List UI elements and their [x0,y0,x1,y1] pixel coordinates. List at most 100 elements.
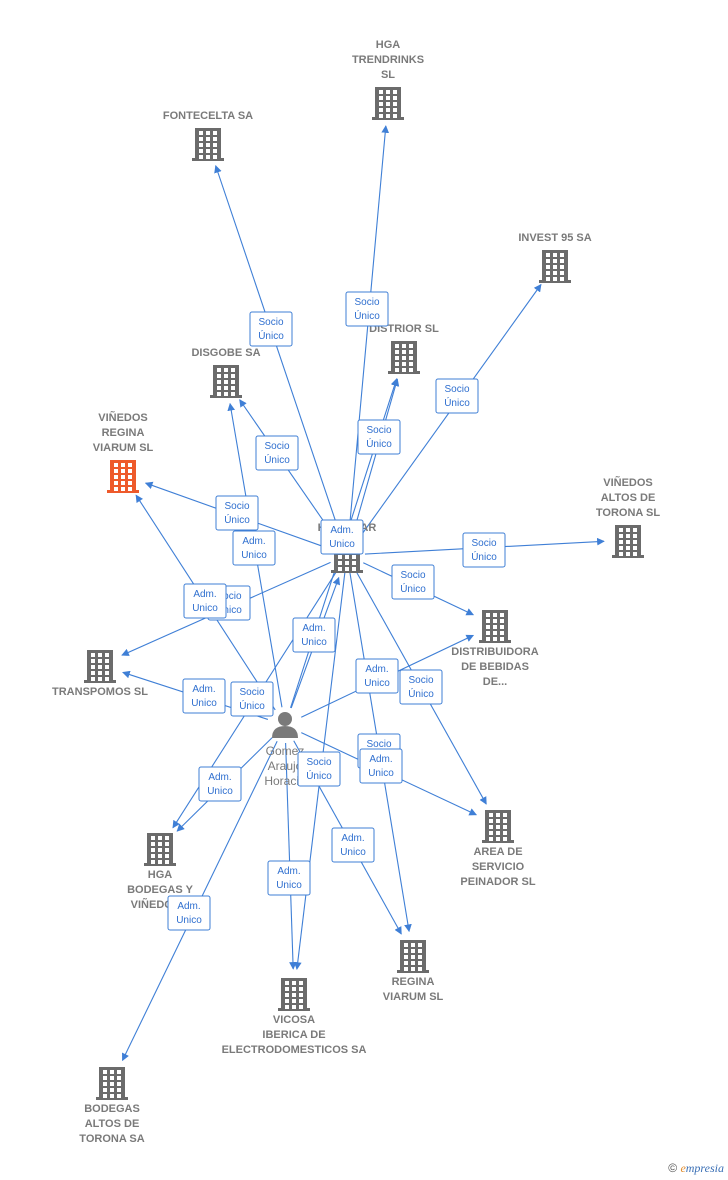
node-label: TORONA SA [79,1133,144,1145]
edge-label-box [357,419,401,455]
brand-logo-text: mpresia [685,1161,724,1175]
edge-label-box [359,748,403,784]
edge-label-text: Socio [258,317,283,328]
brand-logo-initial: e [680,1161,686,1175]
edge-label-badge[interactable]: Adm.Unico [267,860,311,896]
edge-label-text: Único [400,582,426,595]
node-label: DE... [483,676,507,688]
edge-label-text: Socio [444,384,469,395]
node-regina-viarum[interactable]: REGINA VIARUM SL [383,940,444,1003]
edge-label-badge[interactable]: Adm.Unico [359,748,403,784]
node-label: FONTECELTA SA [163,110,253,122]
node-label: TRANSPOMOS SL [52,686,148,698]
edge-label-text: Único [224,513,250,526]
edge-label-text: Adm. [193,589,216,600]
edge-label-text: Adm. [177,901,200,912]
edge-label-text: Unico [340,847,366,858]
copyright-symbol: © [668,1161,678,1175]
edge-label-box [230,681,274,717]
node-invest95[interactable]: INVEST 95 SA [518,232,592,283]
building-icon [388,341,420,374]
node-label: VIÑEDOS [603,476,653,489]
node-label: Gomez [266,744,305,758]
edge-label-box [297,751,341,787]
edge-label-box [183,583,227,619]
node-label: ALTOS DE [601,492,656,504]
building-icon [372,87,404,120]
node-label: HGA [376,39,401,51]
node-label: Horacio [264,774,306,788]
edge-label-box [182,678,226,714]
edge-label-box [320,519,364,555]
edge-label-text: Socio [408,675,433,686]
node-distrior[interactable]: DISTRIOR SL [369,323,439,374]
node-label: VIARUM SL [383,991,444,1003]
edge-label-badge[interactable]: Adm.Unico [167,895,211,931]
node-label: VICOSA [273,1014,315,1026]
edge-label-box [215,495,259,531]
edge-label-badge[interactable]: Adm.Unico [232,530,276,566]
node-label: REGINA [392,976,435,988]
edge-label-box [355,658,399,694]
building-icon [210,365,242,398]
edge-hogomar-to-hga_trendrinks [348,125,390,538]
footer-credit: © empresia [668,1161,724,1176]
node-label: DE BEBIDAS [461,661,529,673]
node-label: ALTOS DE [85,1118,140,1130]
edge-label-text: Unico [364,678,390,689]
node-vinedos-altos[interactable]: VIÑEDOS ALTOS DE TORONA SL [596,476,660,558]
edge-label-box [249,311,293,347]
edge-label-badge[interactable]: Adm.Unico [198,766,242,802]
edge-label-text: Adm. [277,866,300,877]
edge-label-badge[interactable]: Adm.Unico [355,658,399,694]
edge-label-badge[interactable]: Adm.Unico [320,519,364,555]
building-icon [96,1067,128,1100]
building-icon [482,810,514,843]
edge-label-text: Unico [301,637,327,648]
edge-label-badge[interactable]: Adm.Unico [331,827,375,863]
node-disgobe[interactable]: DISGOBE SA [191,347,261,398]
node-label: SERVICIO [472,861,525,873]
building-icon [397,940,429,973]
edge-label-text: Socio [366,425,391,436]
edge-label-box [462,532,506,568]
node-fontecelta[interactable]: FONTECELTA SA [163,110,253,161]
edge-label-badge[interactable]: Adm.Unico [183,583,227,619]
edge-label-box [198,766,242,802]
building-icon [278,978,310,1011]
edge-label-text: Adm. [330,525,353,536]
node-label: HGA [148,869,173,881]
edge-label-text: Socio [400,570,425,581]
edge-label-badge[interactable]: Adm.Unico [182,678,226,714]
edge-label-text: Socio [471,538,496,549]
building-icon [107,460,139,493]
edge-label-text: Adm. [192,684,215,695]
edge-label-text: Único [306,769,332,782]
node-label: PEINADOR SL [460,876,535,888]
node-transpomos[interactable]: TRANSPOMOS SL [52,650,148,698]
edge-label-text: Único [444,396,470,409]
edge-label-badge[interactable]: Adm.Unico [292,617,336,653]
edge-label-text: Único [264,453,290,466]
node-label: TORONA SL [596,507,660,519]
